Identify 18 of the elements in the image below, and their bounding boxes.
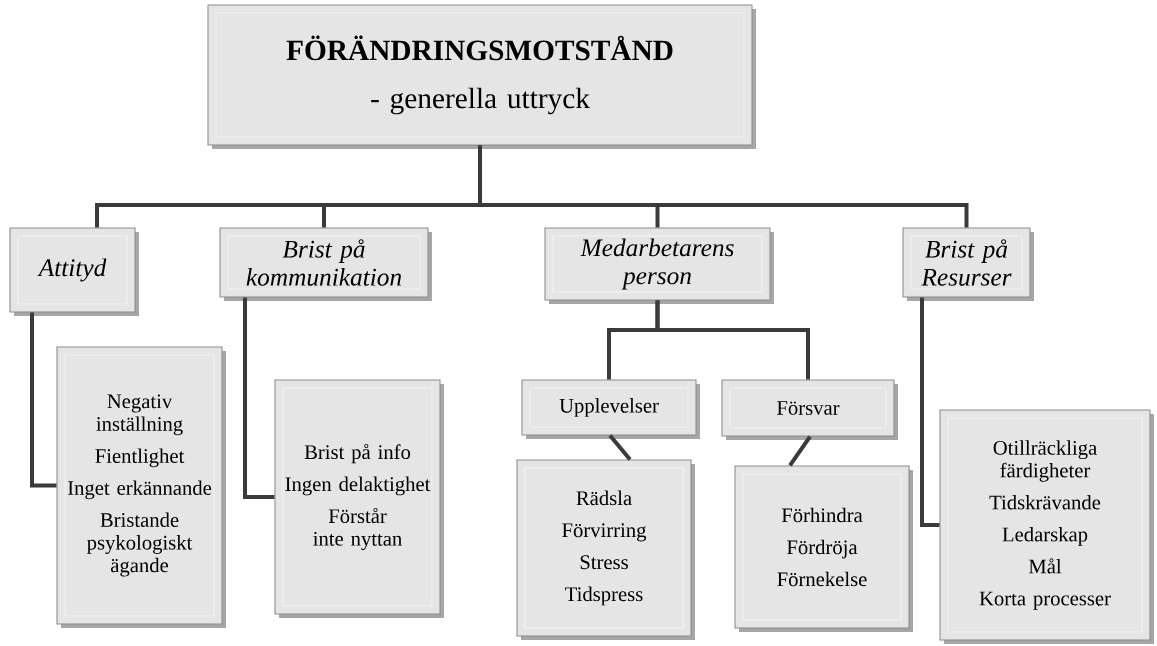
connector-line bbox=[243, 297, 275, 499]
list-box: Förhindra Fördröja Förnekelse bbox=[734, 465, 913, 632]
list-box: Otillräckliga färdigheter Tidskrävande Ledarskap Mål Korta processer bbox=[939, 409, 1154, 644]
category-box: Brist på Resurser bbox=[902, 227, 1034, 301]
connector-line bbox=[655, 300, 810, 380]
category-box: Medarbetarens person bbox=[544, 227, 774, 304]
category-box: Attityd bbox=[9, 227, 139, 316]
subcategory-box: Upplevelser bbox=[521, 379, 700, 439]
title-box: FÖRÄNDRINGSMOTSTÅND - generella uttryck bbox=[207, 4, 756, 149]
list-box: Rädsla Förvirring Stress Tidspress bbox=[516, 459, 695, 640]
subcategory-box: Försvar bbox=[721, 379, 898, 440]
connector-line bbox=[920, 297, 940, 527]
list-box: Brist på info Ingen delaktighet Förstår inte nyttan bbox=[274, 379, 444, 618]
connector-line bbox=[788, 435, 812, 467]
list-box: Negativ inställning Fientlighet Inget erkännande Bristande psykologiskt ägande bbox=[56, 346, 226, 628]
category-box: Brist på kommunikation bbox=[219, 227, 432, 301]
connector-line bbox=[30, 312, 57, 488]
connector-line bbox=[478, 145, 969, 228]
